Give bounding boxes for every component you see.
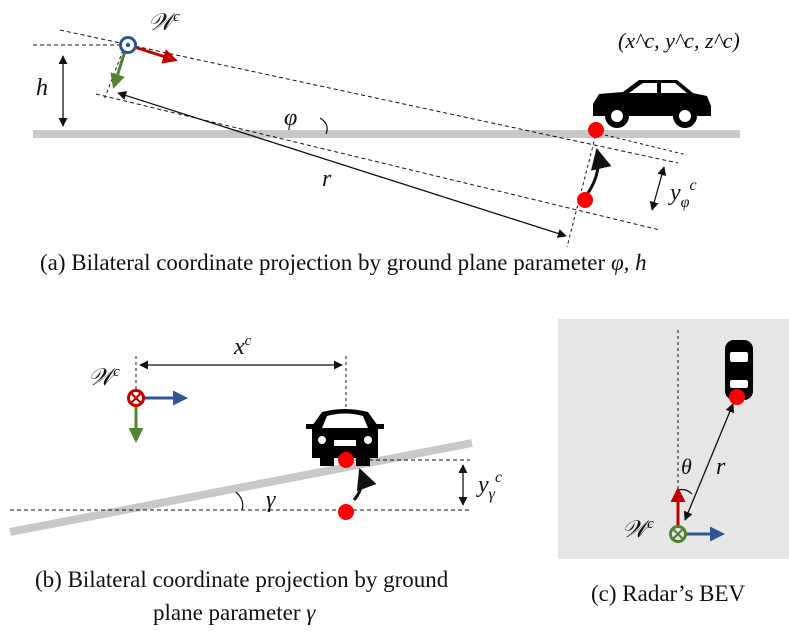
projection-curve-arrow-a	[586, 147, 612, 194]
projected-point-b	[338, 504, 354, 520]
caption-b-line1: (b) Bilateral coordinate projection by g…	[35, 567, 449, 592]
car-front-icon-b	[306, 409, 384, 466]
y-axis-arrow-a	[110, 47, 128, 89]
sloped-ground-b	[9, 439, 473, 536]
panel-c: r θ 𝒲c	[558, 319, 789, 559]
panel-b: xc yγc γ 𝒲c	[9, 333, 502, 536]
gamma-label: γ	[266, 487, 276, 513]
y-phi-arrow	[649, 166, 667, 211]
camera-ray-a	[59, 29, 679, 164]
camera-frame-label-b: 𝒲c	[88, 364, 120, 391]
y-gamma-label: yγc	[476, 469, 502, 503]
coord-label-a: (x^c, y^c, z^c)	[618, 28, 740, 53]
phi-label: φ	[284, 105, 297, 131]
h-label: h	[36, 75, 48, 101]
r-label-a: r	[322, 166, 332, 192]
car-icon-a	[593, 80, 711, 128]
bev-background	[558, 319, 789, 559]
phi-angle-arc	[319, 117, 328, 135]
caption-c: (c) Radar’s BEV	[591, 581, 746, 606]
projected-point-a	[577, 192, 593, 208]
perp-dash-right-a	[566, 129, 598, 248]
r-arrow-a	[117, 91, 567, 238]
camera-frame-label-a: 𝒲c	[148, 9, 180, 36]
projection-ray-a	[95, 93, 661, 231]
caption-b-line2: plane parameter γ	[153, 600, 316, 625]
r-arrow-c	[683, 403, 735, 521]
y-phi-label: yφc	[668, 177, 697, 211]
perp-dash-left-a	[103, 44, 126, 101]
perp-dash-car-a	[604, 134, 688, 156]
theta-label: θ	[681, 454, 692, 479]
projection-curve-arrow-b	[352, 468, 377, 501]
car-point-c	[729, 389, 745, 405]
car-point-b	[338, 452, 354, 468]
panel-a: h r φ yφc 𝒲c (x^c, y^c, z^c)	[33, 9, 740, 248]
radar-frame-label-c: 𝒲c	[622, 516, 654, 543]
car-top-icon-c	[725, 340, 753, 400]
r-label-c: r	[716, 454, 726, 480]
x-label-b: xc	[233, 333, 252, 360]
caption-a: (a) Bilateral coordinate projection by g…	[40, 250, 647, 275]
ground-contact-point-a	[588, 122, 604, 138]
gamma-angle-arc	[235, 491, 244, 511]
